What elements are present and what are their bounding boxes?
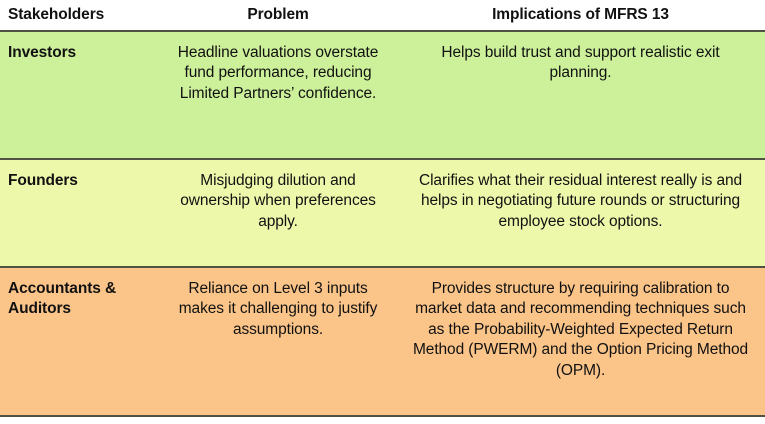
column-header-stakeholders: Stakeholders xyxy=(0,0,160,31)
table-header: Stakeholders Problem Implications of MFR… xyxy=(0,0,765,31)
cell-problem: Headline valuations overstate fund perfo… xyxy=(160,31,396,159)
cell-implication: Clarifies what their residual interest r… xyxy=(396,159,765,267)
cell-stakeholder: Accountants & Auditors xyxy=(0,267,160,416)
column-header-problem: Problem xyxy=(160,0,396,31)
cell-stakeholder: Investors xyxy=(0,31,160,159)
table-row: Investors Headline valuations overstate … xyxy=(0,31,765,159)
table-body: Investors Headline valuations overstate … xyxy=(0,31,765,416)
cell-problem: Misjudging dilution and ownership when p… xyxy=(160,159,396,267)
cell-stakeholder: Founders xyxy=(0,159,160,267)
column-header-implications: Implications of MFRS 13 xyxy=(396,0,765,31)
cell-implication: Provides structure by requiring calibrat… xyxy=(396,267,765,416)
table-row: Accountants & Auditors Reliance on Level… xyxy=(0,267,765,416)
table-row: Founders Misjudging dilution and ownersh… xyxy=(0,159,765,267)
cell-problem: Reliance on Level 3 inputs makes it chal… xyxy=(160,267,396,416)
cell-implication: Helps build trust and support realistic … xyxy=(396,31,765,159)
header-row: Stakeholders Problem Implications of MFR… xyxy=(0,0,765,31)
